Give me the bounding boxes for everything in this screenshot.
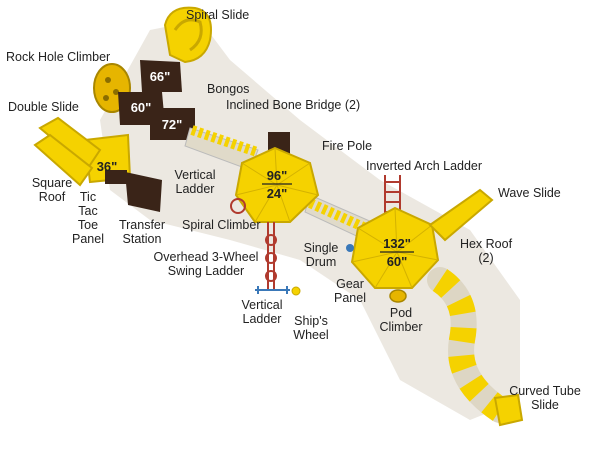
height-72: 72": [162, 117, 183, 132]
label-hex-roof: Hex Roof (2): [455, 237, 517, 265]
label-vertical-ladder-1-line2: Ladder: [175, 182, 215, 196]
height-66: 66": [150, 69, 171, 84]
label-single-drum: Single Drum: [298, 241, 344, 269]
label-tic-tac-toe-panel: Tic Tac Toe Panel: [68, 190, 108, 246]
label-overhead-line2: Swing Ladder: [167, 264, 245, 278]
label-curved-tube-slide: Curved Tube Slide: [504, 384, 586, 412]
label-square-roof-line2: Roof: [38, 190, 66, 204]
ships-wheel: [291, 286, 301, 296]
label-vertical-ladder-1: Vertical Ladder: [170, 168, 220, 196]
label-curved-tube-line2: Slide: [531, 398, 559, 412]
label-double-slide: Double Slide: [8, 100, 79, 114]
label-ships-wheel: Ship's Wheel: [288, 314, 334, 342]
label-overhead-swing-ladder: Overhead 3-Wheel Swing Ladder: [150, 250, 262, 278]
label-hex-roof-line1: Hex Roof: [459, 237, 513, 251]
label-vertical-ladder-1-line1: Vertical: [174, 168, 216, 182]
label-transfer-line1: Transfer: [118, 218, 166, 232]
label-single-drum-line1: Single: [303, 241, 339, 255]
label-gear-line1: Gear: [336, 277, 364, 291]
label-vertical-ladder-2-line2: Ladder: [242, 312, 282, 326]
label-wave-slide: Wave Slide: [498, 186, 561, 200]
label-ships-wheel-line1: Ship's: [294, 314, 328, 328]
ground-shadow: [100, 20, 520, 420]
label-curved-tube-line1: Curved Tube: [509, 384, 581, 398]
hex-roof-1: [234, 146, 320, 223]
label-single-drum-line2: Drum: [305, 255, 337, 269]
pod-climber: [389, 289, 407, 303]
deck-72: [150, 108, 195, 140]
label-transfer-station: Transfer Station: [114, 218, 170, 246]
tic-tac-toe-panel: [105, 170, 127, 184]
height-24: 24": [267, 186, 288, 201]
label-gear-panel: Gear Panel: [330, 277, 370, 305]
label-inclined-bone-bridge: Inclined Bone Bridge (2): [226, 98, 361, 112]
label-rock-hole-climber: Rock Hole Climber: [6, 50, 111, 64]
label-inverted-arch-ladder: Inverted Arch Ladder: [366, 159, 483, 173]
label-pod-line1: Pod: [389, 306, 413, 320]
wave-slide: [428, 188, 494, 242]
deck-66: [140, 60, 182, 92]
label-fire-pole: Fire Pole: [322, 139, 373, 153]
spiral-slide: [163, 6, 212, 64]
label-vertical-ladder-2-line1: Vertical: [241, 298, 283, 312]
double-slide: [33, 116, 102, 187]
overhead-swing-ladder: [265, 222, 277, 290]
label-tic-line4: Panel: [72, 232, 104, 246]
label-overhead-line1: Overhead 3-Wheel: [153, 250, 259, 264]
label-transfer-line2: Station: [122, 232, 162, 246]
label-ships-wheel-line2: Wheel: [293, 328, 329, 342]
hex-roof-2: [350, 206, 440, 289]
label-bongos: Bongos: [207, 82, 250, 96]
label-gear-line2: Panel: [334, 291, 366, 305]
label-pod-line2: Climber: [379, 320, 423, 334]
height-60-b: 60": [387, 254, 408, 269]
height-36: 36": [97, 159, 118, 174]
label-tic-line3: Toe: [77, 218, 99, 232]
label-spiral-slide: Spiral Slide: [186, 8, 250, 22]
label-square-roof: Square Roof: [30, 176, 74, 204]
transfer-station: [125, 172, 162, 212]
label-pod-climber: Pod Climber: [376, 306, 426, 334]
label-square-roof-line1: Square: [31, 176, 73, 190]
vertical-ladder-2: [255, 286, 290, 294]
height-60: 60": [131, 100, 152, 115]
label-tic-line1: Tic: [79, 190, 97, 204]
label-vertical-ladder-2: Vertical Ladder: [236, 298, 288, 326]
height-96: 96": [267, 168, 288, 183]
height-132: 132": [383, 236, 411, 251]
label-hex-roof-line2: (2): [478, 251, 494, 265]
label-tic-line2: Tac: [78, 204, 98, 218]
spiral-climber: [230, 198, 246, 214]
single-drum: [346, 244, 354, 252]
label-spiral-climber: Spiral Climber: [182, 218, 261, 232]
curved-tube-slide: [427, 267, 524, 427]
